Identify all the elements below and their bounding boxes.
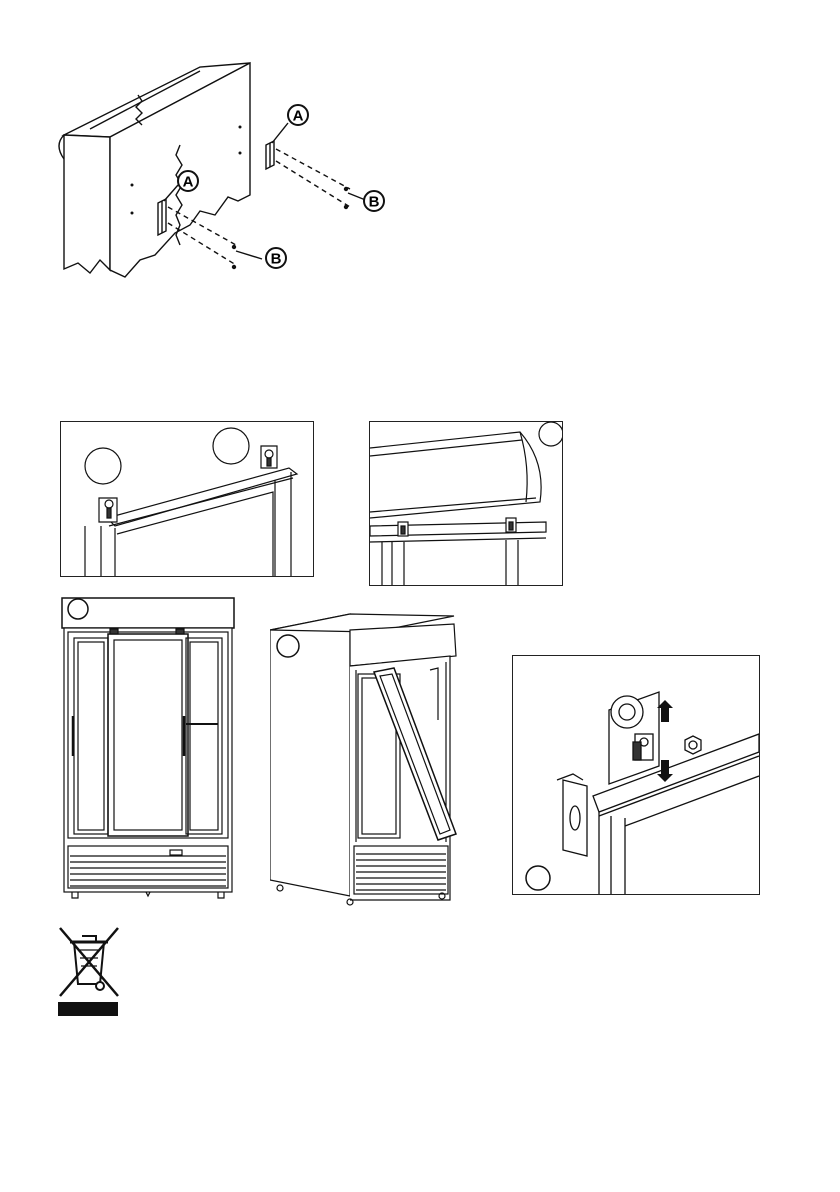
- front-view-figure: [60, 596, 236, 900]
- step-marker-5: [277, 635, 299, 657]
- side-view-drawing: [270, 610, 460, 906]
- svg-text:A: A: [293, 108, 304, 125]
- svg-text:B: B: [271, 251, 282, 268]
- callout-b-lower: B: [266, 248, 286, 268]
- callout-a-upper: A: [288, 105, 308, 125]
- svg-text:A: A: [183, 174, 194, 191]
- front-view-drawing: [60, 596, 236, 900]
- top-canopy-drawing: [370, 422, 562, 585]
- hinge-rail-panel: [60, 421, 314, 577]
- crossed-out-wheelie-bin-icon: [54, 922, 124, 1018]
- cabinet-top-drawing: A A B B: [50, 55, 410, 295]
- callout-a-lower: A: [178, 171, 198, 191]
- top-canopy-panel: [369, 421, 563, 586]
- svg-text:B: B: [369, 194, 380, 211]
- side-view-figure: [270, 610, 460, 906]
- step-marker-3: [539, 422, 562, 446]
- hinge-rail-drawing: [61, 422, 313, 576]
- roller-detail-drawing: [513, 656, 759, 894]
- step-marker-2: [213, 428, 249, 464]
- step-marker-4: [68, 599, 88, 619]
- step-marker-6: [526, 866, 550, 890]
- top-assembly-figure: A A B B: [50, 55, 410, 295]
- weee-symbol: [54, 922, 124, 1018]
- step-marker-1: [85, 448, 121, 484]
- roller-detail-panel: [512, 655, 760, 895]
- callout-b-upper: B: [364, 191, 384, 211]
